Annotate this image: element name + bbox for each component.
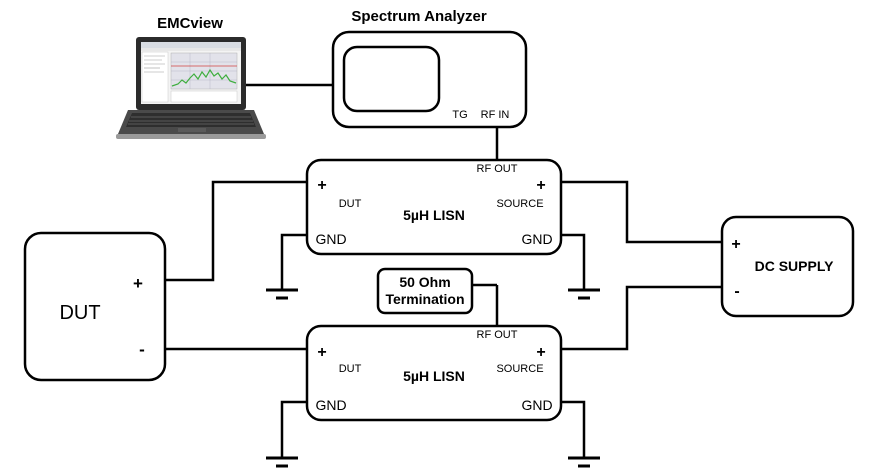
spectrum-analyzer: TG RF IN bbox=[331, 30, 528, 129]
dut-plus-wire bbox=[165, 180, 307, 282]
dut-port-label: DUT bbox=[339, 363, 362, 375]
termination-body bbox=[376, 267, 474, 315]
gnd-label: GND bbox=[521, 231, 552, 247]
gnd-label: GND bbox=[315, 231, 346, 247]
termination: 50 Ohm Termination bbox=[376, 267, 474, 315]
gnd-label: GND bbox=[315, 397, 346, 413]
rf-in-port-label: RF IN bbox=[481, 109, 510, 121]
top-lisn-gnd-left-wire bbox=[280, 233, 307, 290]
dc-supply-minus-label: - bbox=[734, 283, 739, 300]
rf-out-label: RF OUT bbox=[477, 163, 518, 175]
bottom-lisn-gnd-right-wire bbox=[561, 400, 586, 458]
source-port-label: SOURCE bbox=[496, 363, 543, 375]
dc-supply-box: DC SUPPLY + - bbox=[720, 215, 855, 318]
analyzer-title: Spectrum Analyzer bbox=[351, 8, 486, 25]
plus-label: + bbox=[317, 344, 326, 361]
top-lisn-gnd-right-wire bbox=[561, 233, 586, 290]
plus-label: + bbox=[536, 344, 545, 361]
source-port-label: SOURCE bbox=[496, 198, 543, 210]
laptop-icon bbox=[116, 37, 266, 139]
ground-icon bbox=[568, 288, 600, 300]
termination-line2: Termination bbox=[385, 291, 464, 307]
wires bbox=[165, 83, 722, 458]
dut-body bbox=[23, 231, 167, 382]
analyzer-screen bbox=[342, 45, 441, 113]
supply-plus-wire bbox=[561, 180, 722, 244]
rf-out-label: RF OUT bbox=[477, 329, 518, 341]
plus-label: + bbox=[536, 177, 545, 194]
dut-port-label: DUT bbox=[339, 198, 362, 210]
ground-icon bbox=[266, 288, 298, 300]
lisn-top: RF OUT + + DUT SOURCE 5µH LISN GND GND bbox=[305, 158, 563, 256]
ground-icon bbox=[568, 456, 600, 468]
laptop-label: EMCview bbox=[157, 15, 223, 32]
lisn-name: 5µH LISN bbox=[403, 207, 465, 223]
dut-label: DUT bbox=[59, 302, 100, 324]
lisn-top-body bbox=[305, 158, 563, 256]
gnd-label: GND bbox=[521, 397, 552, 413]
tg-port-label: TG bbox=[452, 109, 467, 121]
bottom-lisn-gnd-left-wire bbox=[280, 400, 307, 458]
dut-box: DUT + - bbox=[23, 231, 167, 382]
dut-plus-label: + bbox=[133, 274, 143, 293]
dc-supply-label: DC SUPPLY bbox=[755, 258, 835, 274]
termination-line1: 50 Ohm bbox=[399, 274, 450, 290]
supply-minus-wire bbox=[561, 285, 722, 351]
dc-supply-plus-label: + bbox=[731, 236, 740, 253]
lisn-bottom: RF OUT + + DUT SOURCE 5µH LISN GND GND bbox=[305, 324, 563, 422]
dut-minus-label: - bbox=[139, 340, 145, 359]
dc-supply-body bbox=[720, 215, 855, 318]
ground-icon bbox=[266, 456, 298, 468]
lisn-name: 5µH LISN bbox=[403, 368, 465, 384]
lisn-bottom-body bbox=[305, 324, 563, 422]
plus-label: + bbox=[317, 177, 326, 194]
